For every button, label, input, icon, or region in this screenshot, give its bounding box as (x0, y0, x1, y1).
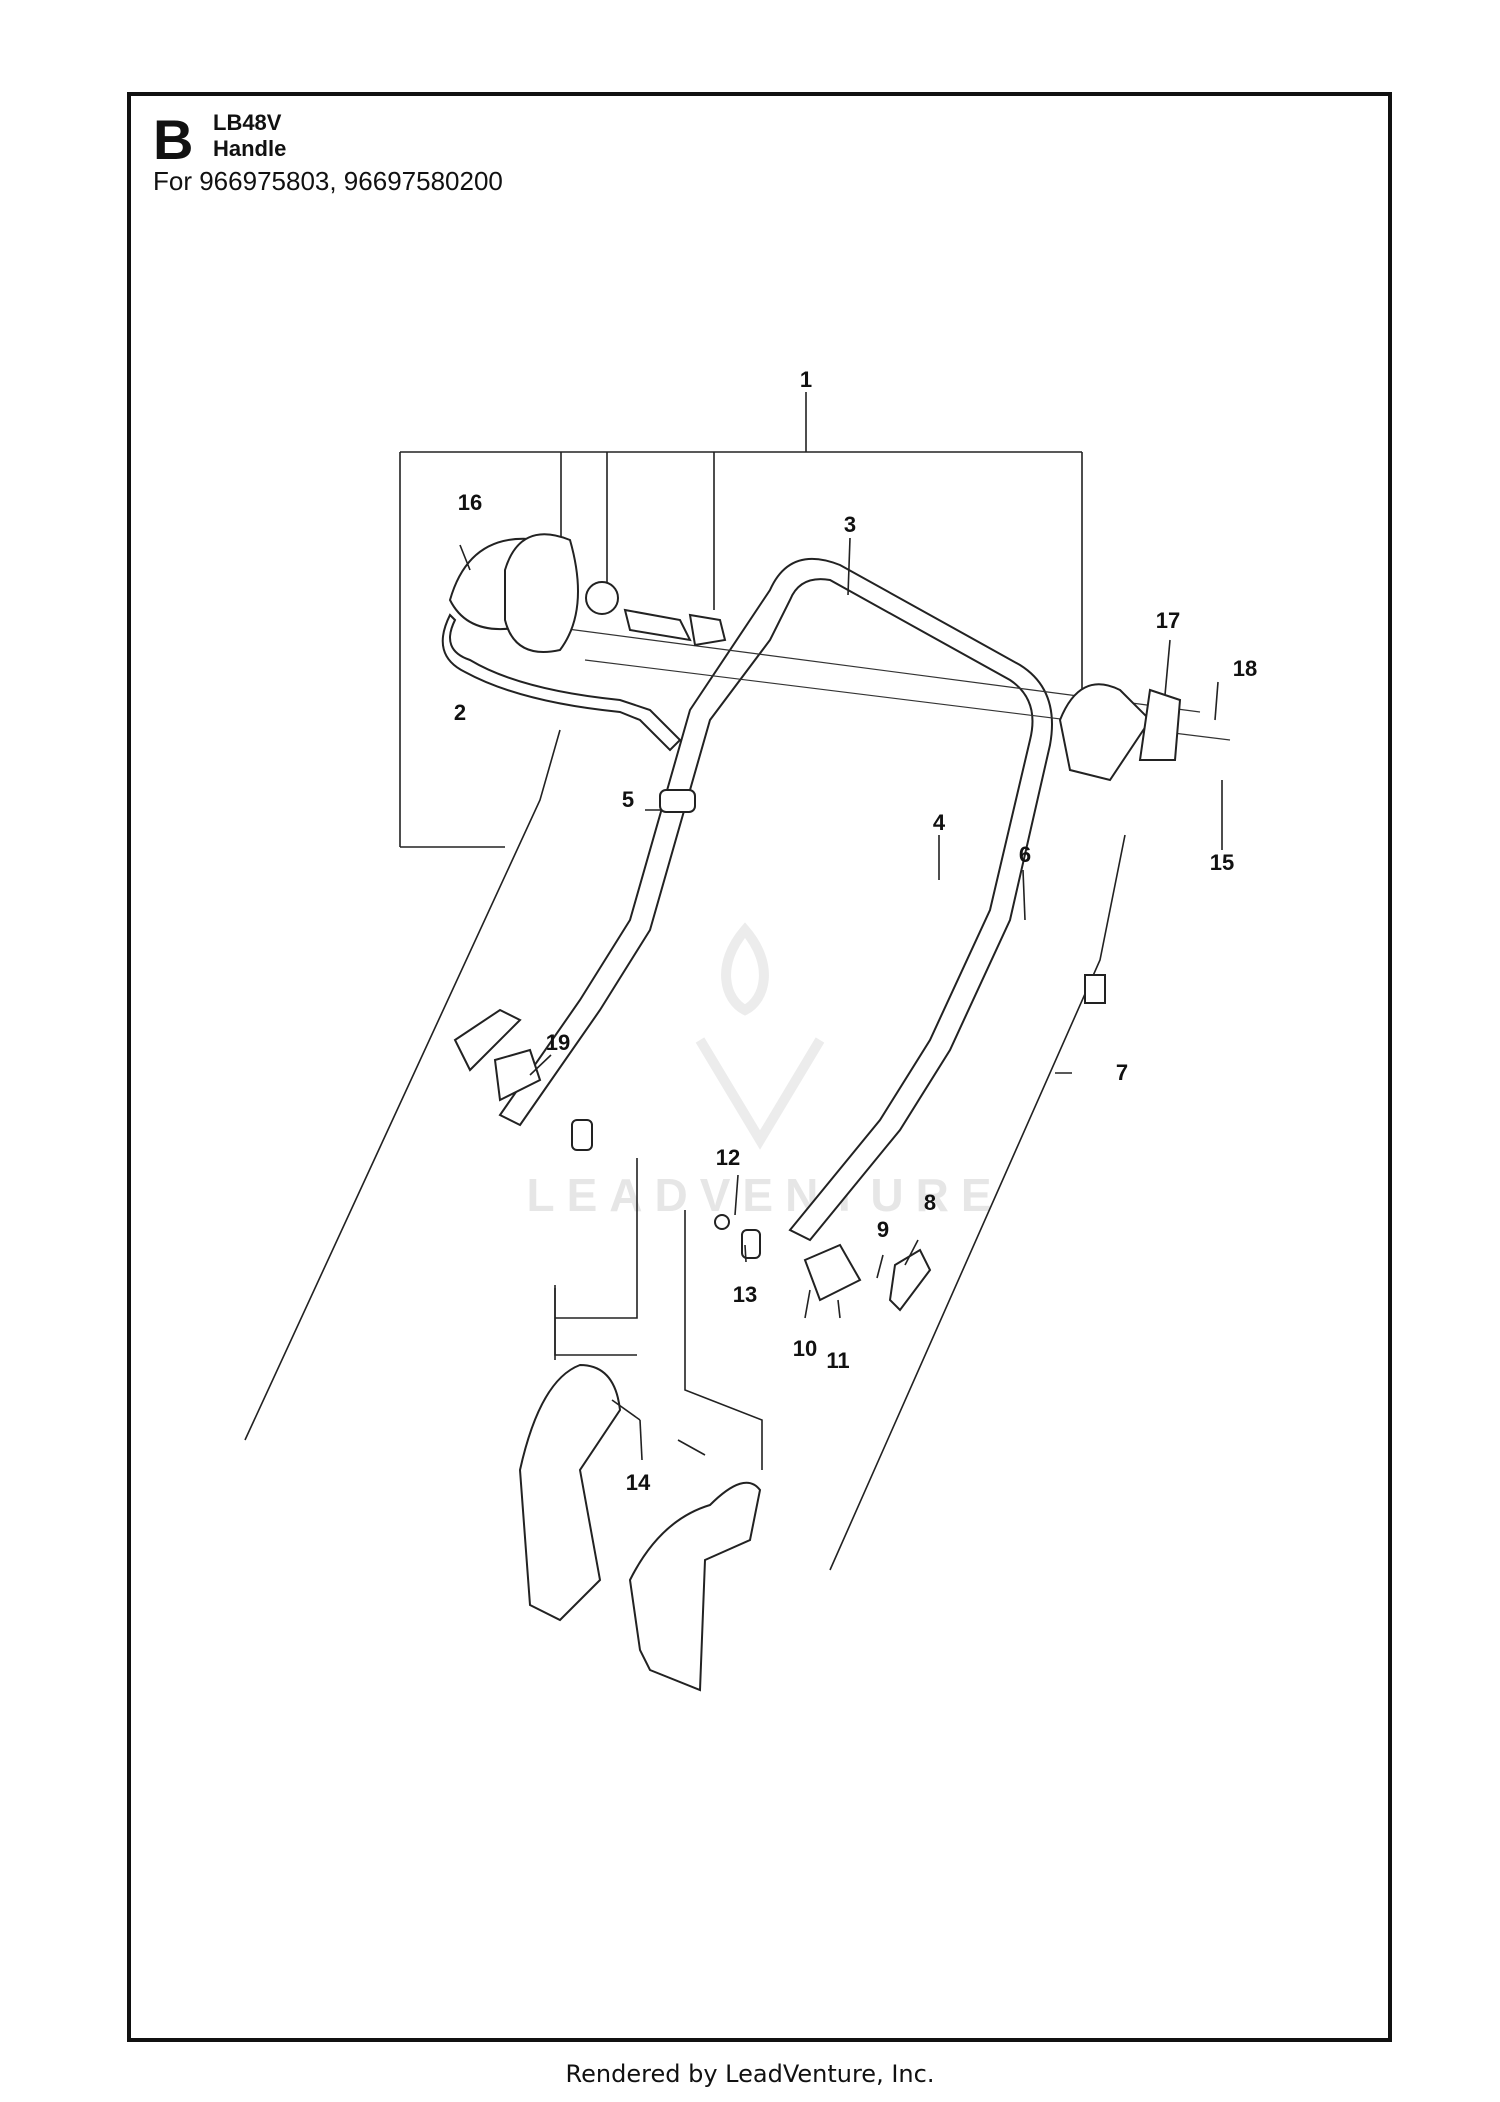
callout-11: 11 (826, 1348, 849, 1373)
cover-plate (1138, 688, 1182, 761)
callout-4: 4 (933, 810, 946, 835)
callout-16: 16 (458, 490, 482, 515)
bracket-lines (554, 1158, 763, 1470)
callout-2: 2 (454, 700, 466, 725)
right-cable (829, 834, 1126, 1571)
callout-14: 14 (626, 1470, 651, 1495)
callout-15: 15 (1210, 850, 1234, 875)
right-housing (1058, 683, 1152, 782)
callout-19: 19 (546, 1030, 570, 1055)
callout-18: 18 (1233, 656, 1257, 681)
callout-5: 5 (622, 787, 634, 812)
callout-10: 10 (793, 1336, 817, 1361)
callout-17: 17 (1156, 608, 1180, 633)
left-mount-bracket (518, 1363, 622, 1622)
callout-8: 8 (924, 1190, 936, 1215)
callout-12: 12 (716, 1145, 740, 1170)
callout-13: 13 (733, 1282, 757, 1307)
left-cable (244, 729, 561, 1441)
footer-credit: Rendered by LeadVenture, Inc. (565, 2060, 935, 2088)
callout-6: 6 (1019, 842, 1031, 867)
callout-labels: 1 2 3 4 5 6 7 8 9 10 11 12 13 14 15 16 1… (454, 367, 1257, 1495)
section-letter: B (153, 108, 194, 171)
callout-9: 9 (877, 1217, 889, 1242)
callout-1: 1 (800, 367, 812, 392)
callout-leaders (459, 537, 1223, 1461)
right-mount-bracket (628, 1481, 762, 1692)
callout-3: 3 (844, 512, 856, 537)
watermark-logo (695, 922, 825, 1150)
right-adjuster (714, 1214, 932, 1312)
handle-bar (498, 557, 1231, 1242)
callout-7: 7 (1116, 1060, 1128, 1085)
left-adjuster (453, 1008, 593, 1151)
cable-sleeve (1084, 974, 1106, 1004)
model-name: LB48V (213, 110, 282, 135)
diagram-frame (127, 92, 1392, 2042)
group-bracket (399, 392, 1083, 848)
watermark: LEADVENTURE (526, 1169, 1004, 1221)
section-name: Handle (213, 136, 287, 161)
control-lever (441, 613, 682, 752)
applies-to-models: For 966975803, 96697580200 (153, 166, 503, 196)
cable-clip (659, 789, 696, 813)
handle-cover (448, 533, 727, 653)
